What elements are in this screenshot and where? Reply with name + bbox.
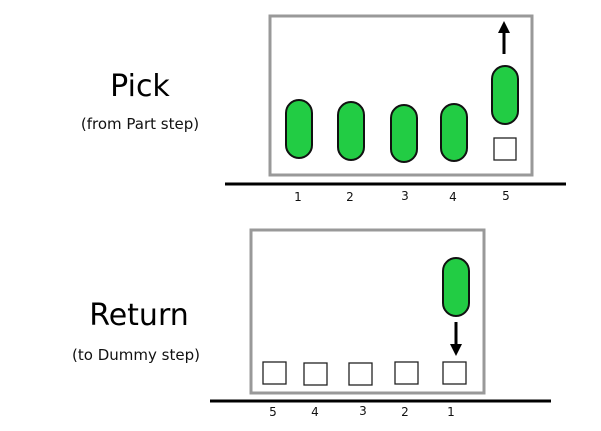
return-slot-number-1: 1: [447, 405, 455, 419]
return-empty-slot-1: [442, 361, 467, 385]
pick-slot-number-1: 1: [294, 190, 302, 204]
pick-subtitle: (from Part step): [81, 115, 199, 133]
return-empty-slot-5: [262, 361, 287, 385]
pick-part-5-raised: [491, 65, 519, 125]
return-slot-number-4: 4: [311, 405, 319, 419]
return-empty-slot-2: [394, 361, 419, 385]
pick-empty-slot-5: [493, 137, 517, 161]
pick-slot-number-3: 3: [401, 189, 409, 203]
pick-title: Pick: [110, 69, 170, 104]
pick-part-1: [285, 99, 313, 159]
return-frame: [249, 228, 486, 395]
return-title: Return: [89, 298, 189, 333]
return-section: Return (to Dummy step) 5 4 3 2 1: [72, 228, 551, 419]
return-empty-slot-4: [303, 362, 328, 386]
return-slot-number-3: 3: [359, 404, 367, 418]
return-slot-number-2: 2: [401, 405, 409, 419]
return-subtitle: (to Dummy step): [72, 346, 200, 364]
return-empty-slot-3: [348, 362, 373, 386]
return-part-incoming: [442, 257, 470, 317]
pick-slot-number-5: 5: [502, 189, 510, 203]
pick-section: Pick (from Part step) 1 2 3 4 5: [81, 14, 566, 204]
pick-part-4: [440, 103, 468, 162]
pick-slot-number-4: 4: [449, 190, 457, 204]
pick-part-2: [337, 101, 365, 161]
pick-slot-number-2: 2: [346, 190, 354, 204]
return-slot-number-5: 5: [269, 405, 277, 419]
pick-part-3: [390, 104, 418, 163]
pick-frame: [268, 14, 534, 177]
